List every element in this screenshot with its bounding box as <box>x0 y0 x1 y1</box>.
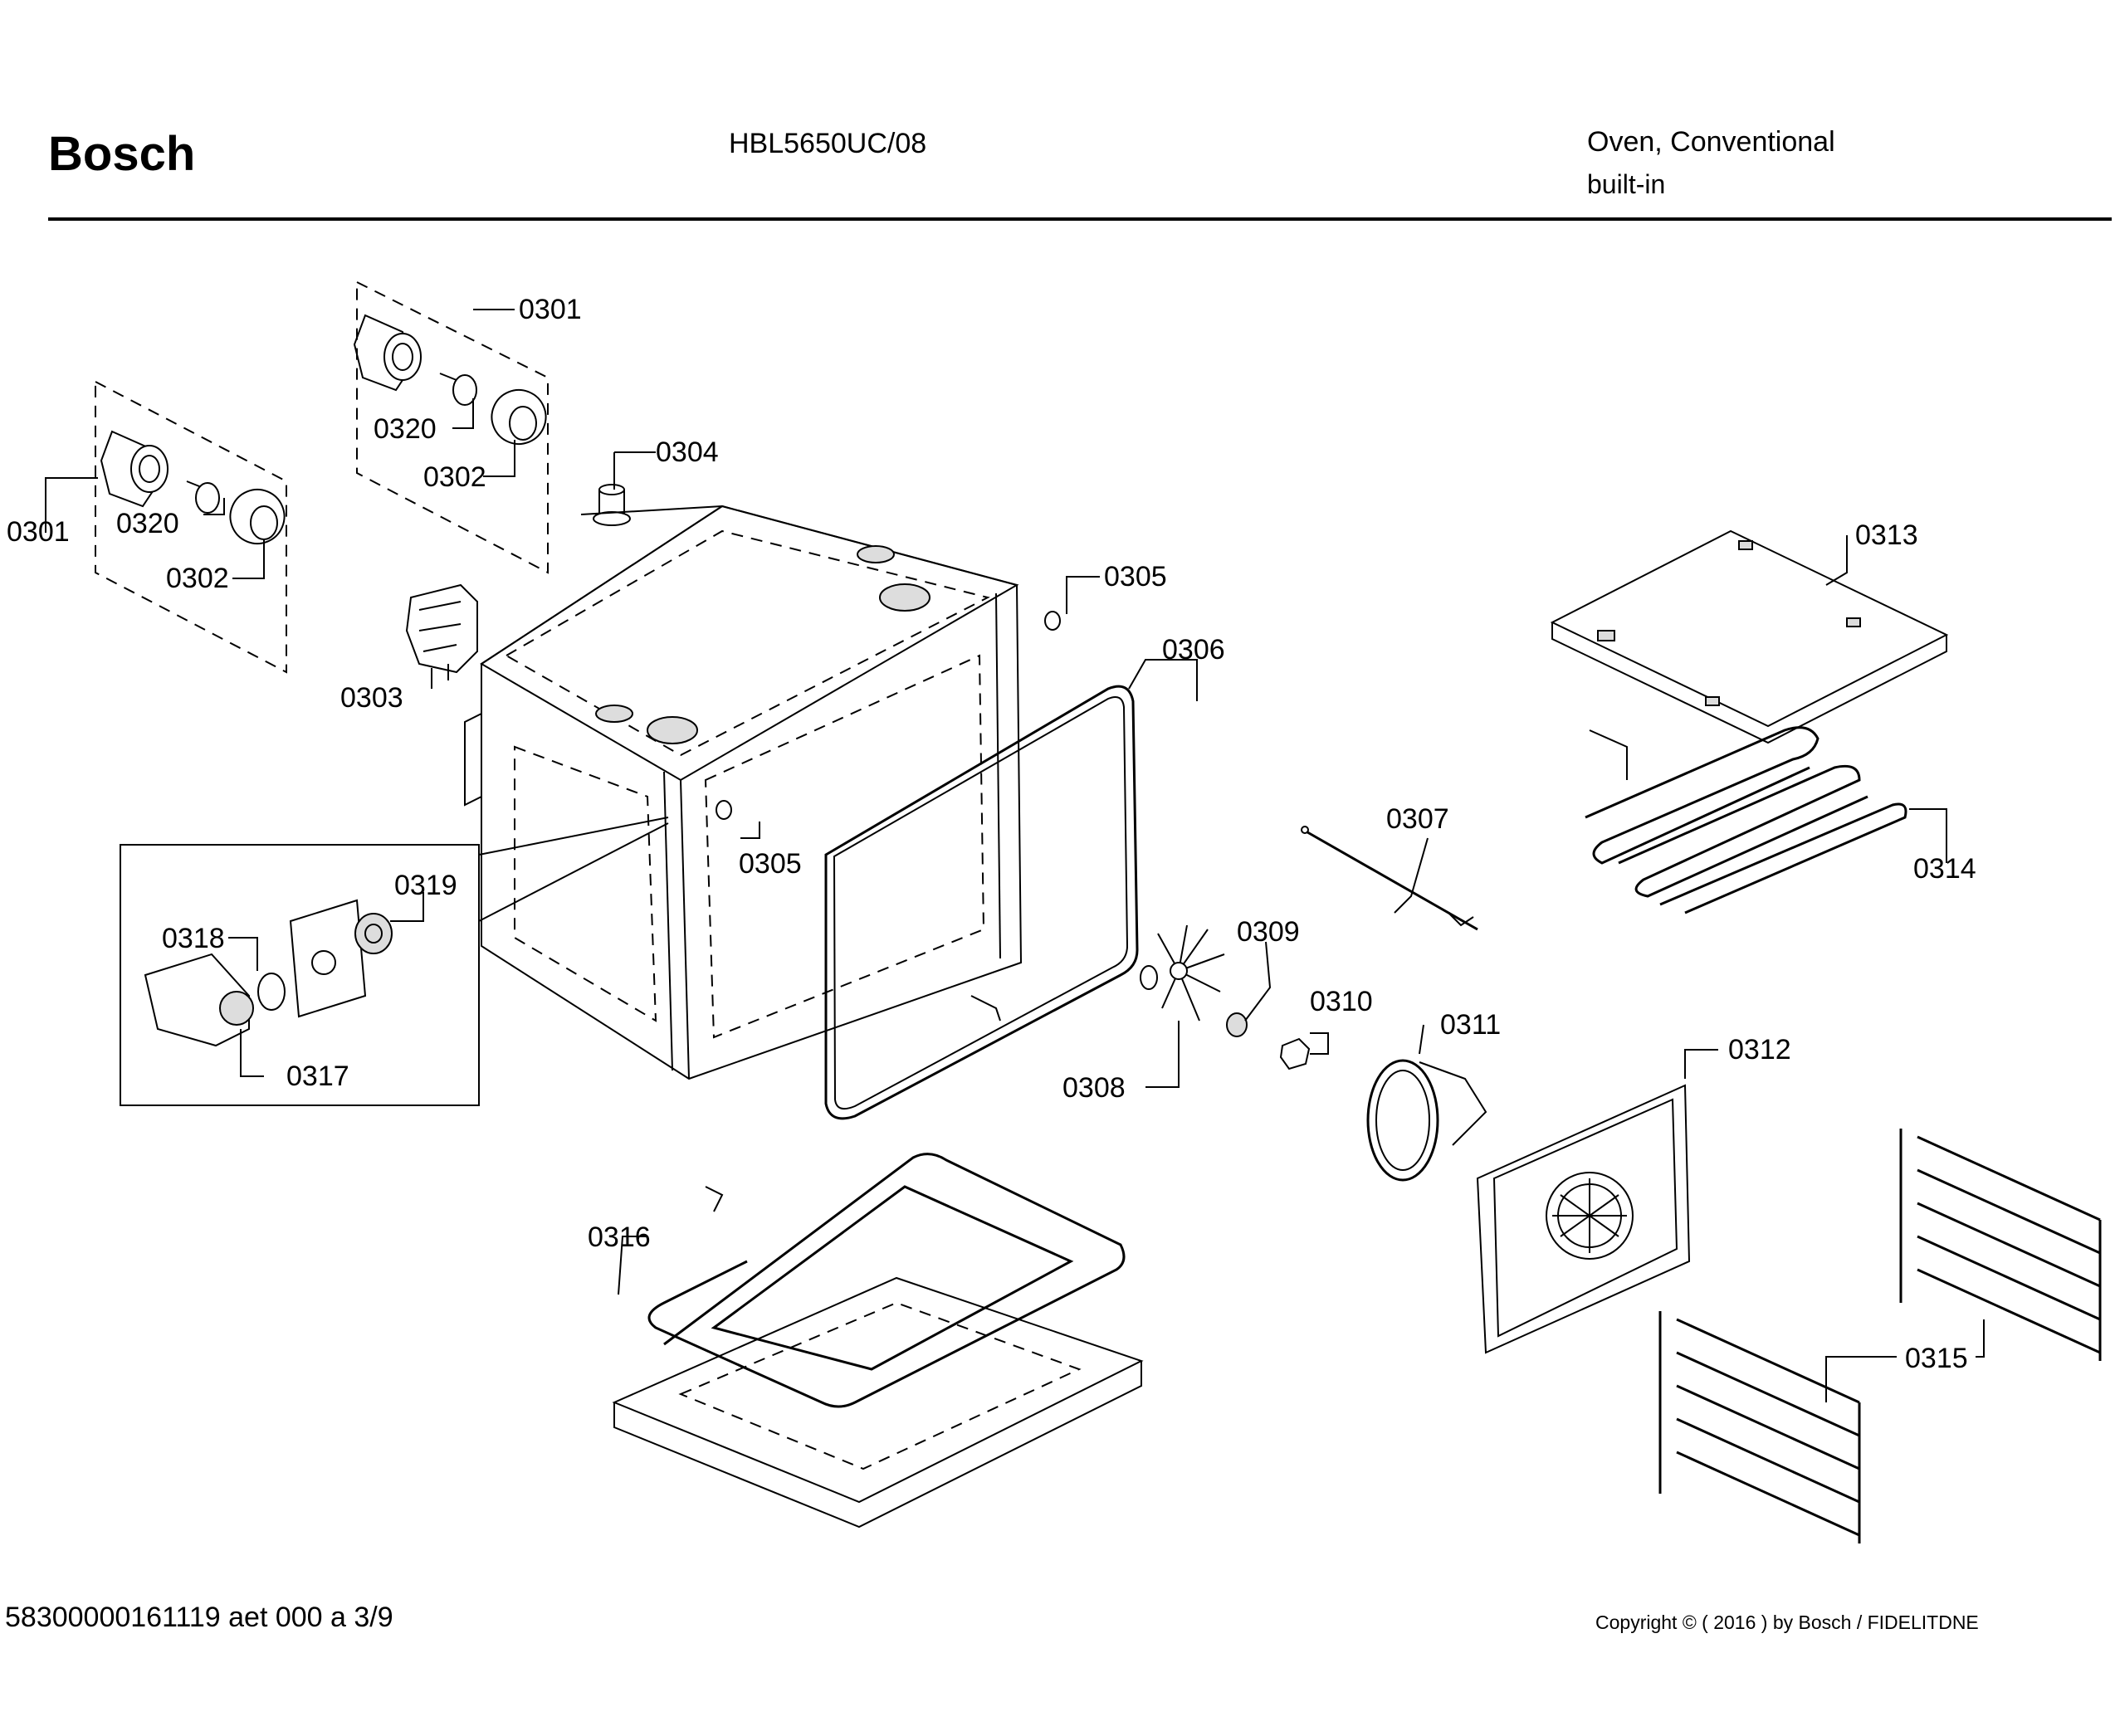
rear-fan-cover-part <box>1476 1084 1691 1354</box>
header-rule <box>48 217 2112 221</box>
copyright-notice: Copyright © ( 2016 ) by Bosch / FIDELITD… <box>1595 1612 1979 1633</box>
top-heat-shield-part <box>1550 529 1949 744</box>
callout-0314: 0314 <box>1913 853 1976 885</box>
installation-type: built-in <box>1587 169 1666 199</box>
callout-0301-upper: 0301 <box>519 294 582 325</box>
lamp-assembly-upper <box>353 280 549 574</box>
model-number: HBL5650UC/08 <box>729 128 927 159</box>
callout-0309: 0309 <box>1237 916 1300 948</box>
callout-0316: 0316 <box>588 1222 651 1253</box>
mounting-screw-parts <box>716 611 1061 820</box>
callout-0313: 0313 <box>1855 519 1918 551</box>
callout-0305-right: 0305 <box>1104 561 1167 592</box>
callout-0310: 0310 <box>1310 986 1373 1017</box>
callout-0301-left: 0301 <box>7 516 70 548</box>
rack-support-parts <box>1658 1129 2102 1543</box>
callout-0308: 0308 <box>1062 1072 1126 1104</box>
broil-element-part <box>1585 726 1907 914</box>
temperature-sensor-part <box>1301 826 1478 931</box>
callout-0315: 0315 <box>1905 1343 1968 1374</box>
callout-0307: 0307 <box>1386 803 1449 835</box>
oven-cavity <box>464 505 1023 1080</box>
brand-name: Bosch <box>48 127 196 181</box>
callout-0319: 0319 <box>394 870 457 901</box>
inset-detail-box <box>120 817 669 1106</box>
selector-switch-part <box>405 583 478 689</box>
callout-0320-upper: 0320 <box>374 413 437 445</box>
fan-heating-ring-part <box>1366 1059 1487 1182</box>
callout-0312: 0312 <box>1728 1034 1791 1065</box>
callout-0317: 0317 <box>286 1061 349 1092</box>
lamp-assembly-left <box>95 380 287 674</box>
callout-leader-lines <box>45 309 1985 1402</box>
callout-labels: 0301 0301 0302 0302 0303 0304 0305 0305 … <box>7 294 1976 1374</box>
door-gasket-part <box>824 685 1139 1120</box>
thermal-fuse-part <box>593 484 631 526</box>
callout-0304: 0304 <box>656 436 719 468</box>
convection-fan-parts <box>1140 924 1311 1070</box>
appliance-type: Oven, Conventional <box>1587 126 1835 158</box>
bake-element-and-plate-part <box>612 1153 1144 1529</box>
callout-0302-upper: 0302 <box>423 461 486 493</box>
callout-0311: 0311 <box>1440 1009 1501 1041</box>
callout-0320-left: 0320 <box>116 508 179 539</box>
callout-0306: 0306 <box>1162 634 1225 666</box>
callout-0302-left: 0302 <box>166 563 229 594</box>
document-id: 58300000161119 aet 000 a 3/9 <box>5 1602 393 1633</box>
callout-0303: 0303 <box>340 682 403 714</box>
callout-0318: 0318 <box>162 923 225 954</box>
callout-0305-front: 0305 <box>739 848 802 880</box>
